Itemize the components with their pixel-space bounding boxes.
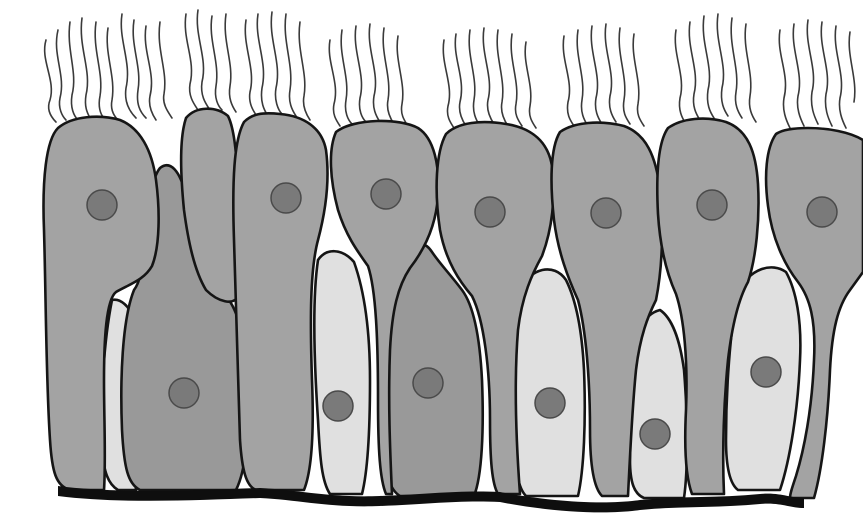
cilia-tuft-1: [45, 18, 118, 122]
nucleus-ciliated-5: [475, 197, 505, 227]
nucleus-basal-2: [413, 368, 443, 398]
nucleus-basal-1: [169, 378, 199, 408]
nucleus-goblet-3: [535, 388, 565, 418]
nucleus-goblet-5: [751, 357, 781, 387]
cilia-tuft-2: [121, 14, 172, 120]
cilia-tuft-3: [185, 10, 236, 112]
nucleus-ciliated-8: [807, 197, 837, 227]
cilia-tuft-9: [779, 20, 855, 128]
nucleus-goblet-4: [640, 419, 670, 449]
nucleus-goblet-2: [323, 391, 353, 421]
nucleus-ciliated-1: [87, 190, 117, 220]
nucleus-ciliated-3: [271, 183, 301, 213]
cilia-tuft-4: [245, 12, 310, 120]
cilia-tuft-5: [329, 24, 408, 126]
cilia-tuft-6: [443, 28, 536, 128]
cilia-group: [45, 10, 855, 128]
goblet-cell-2: [314, 251, 370, 494]
nucleus-ciliated-4: [371, 179, 401, 209]
cilia-tuft-7: [563, 24, 644, 126]
cilia-tuft-8: [675, 14, 756, 124]
nucleus-ciliated-6: [591, 198, 621, 228]
nucleus-ciliated-7: [697, 190, 727, 220]
